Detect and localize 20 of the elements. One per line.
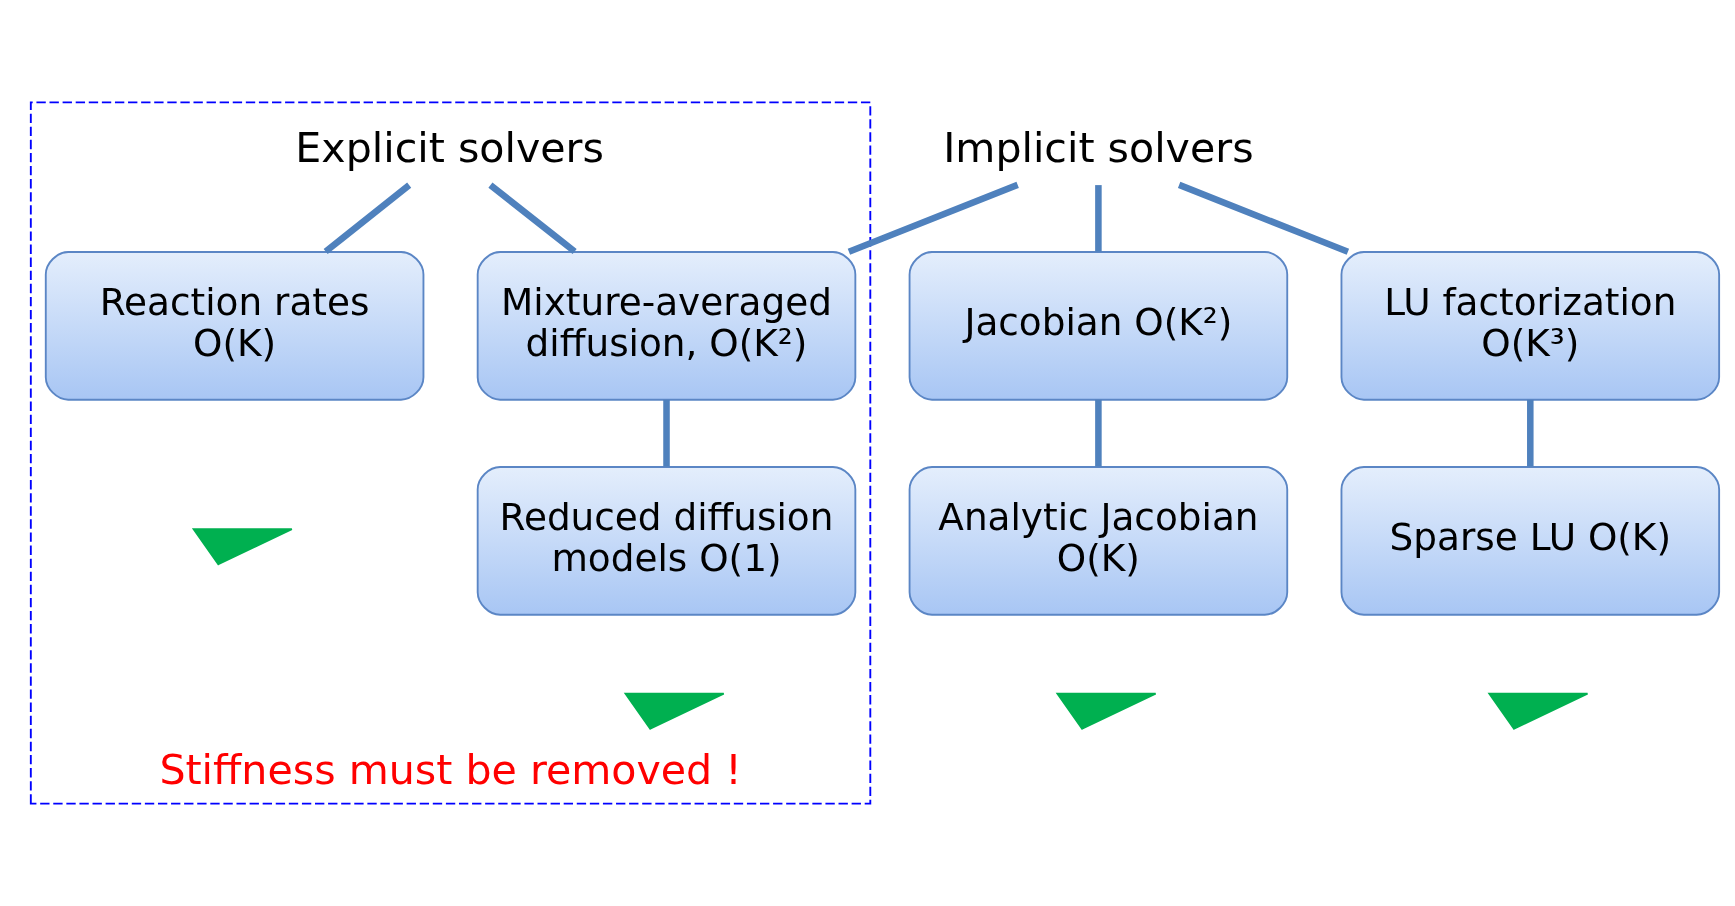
node-text: Implicit solvers xyxy=(943,123,1254,172)
connector xyxy=(847,181,1019,255)
connector xyxy=(663,399,670,467)
node-box: Sparse LU O(K) xyxy=(1340,466,1721,616)
node-checkmark xyxy=(1055,692,1157,730)
node-box: Jacobian O(K²) xyxy=(908,251,1289,401)
node-box: Reduced diffusion models O(1) xyxy=(476,466,857,616)
connector xyxy=(1527,399,1534,467)
node-checkmark xyxy=(623,692,725,730)
connector xyxy=(1095,399,1102,467)
node-text: Explicit solvers xyxy=(295,123,604,172)
node-box: LU factorization O(K³) xyxy=(1340,251,1721,401)
node-checkmark xyxy=(1487,692,1589,730)
node-checkmark xyxy=(191,528,293,566)
connector xyxy=(488,182,577,255)
node-box: Analytic Jacobian O(K) xyxy=(908,466,1289,616)
node-box: Reaction rates O(K) xyxy=(44,251,425,401)
connector xyxy=(323,182,412,255)
connector xyxy=(1177,181,1350,255)
node-box: Mixture-averaged diffusion, O(K²) xyxy=(476,251,857,401)
